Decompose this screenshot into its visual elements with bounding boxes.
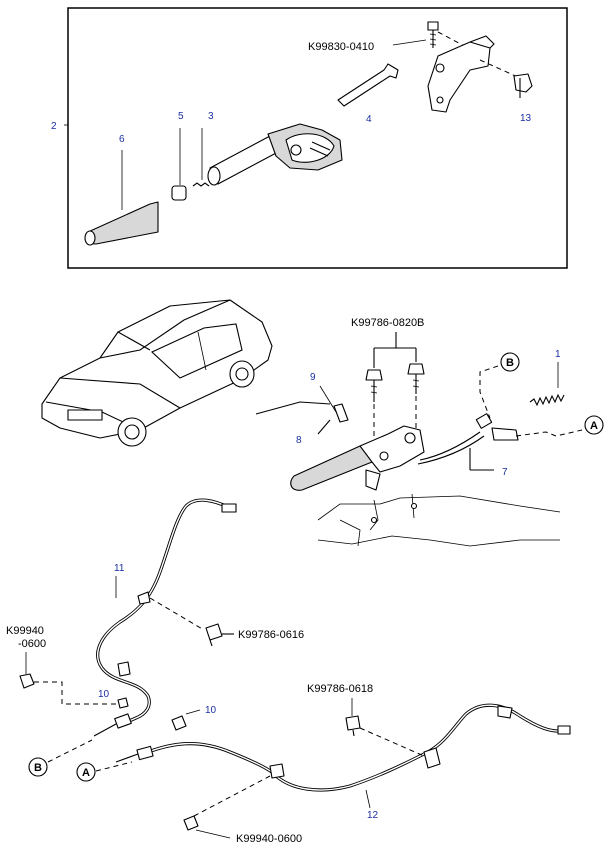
code-k99786-0616: K99786-0616 xyxy=(238,629,304,641)
svg-text:B: B xyxy=(34,762,42,774)
part-1-return-spring xyxy=(529,362,565,407)
part-number-10-left: 10 xyxy=(98,689,110,700)
callout-b-bottom: B xyxy=(28,757,48,777)
mounting-bracket xyxy=(427,35,495,113)
svg-text:B: B xyxy=(506,357,514,369)
callout-b-top: B xyxy=(500,352,520,372)
part-number-9: 9 xyxy=(310,372,316,383)
nut-k99940-0600-bottom xyxy=(183,815,199,831)
part-number-5: 5 xyxy=(178,111,184,122)
vehicle-illustration xyxy=(41,299,273,447)
part-number-4: 4 xyxy=(366,114,372,125)
part-number-10-right: 10 xyxy=(205,705,217,716)
part-number-2: 2 xyxy=(51,121,57,132)
part-number-7: 7 xyxy=(502,467,508,478)
bolt-k99786-0616 xyxy=(205,623,234,647)
inset-frame xyxy=(67,7,568,269)
nut-k99940-0600-left xyxy=(19,673,35,689)
code-k99940-line2: -0600 xyxy=(18,638,46,650)
dashed-nut-bottom-route xyxy=(193,775,271,817)
leader-9 xyxy=(319,385,337,413)
bolt-k99786-0820b-right xyxy=(407,363,425,428)
svg-text:A: A xyxy=(82,767,90,779)
bolt-k99786-0618 xyxy=(345,715,361,737)
code-k99830-0410: K99830-0410 xyxy=(308,41,374,53)
part-number-6: 6 xyxy=(119,134,125,145)
svg-text:A: A xyxy=(590,420,598,432)
callout-a-right: A xyxy=(584,415,604,435)
callout-a-bottom: A xyxy=(76,762,96,782)
part-6-grip xyxy=(84,150,159,246)
part-number-12: 12 xyxy=(367,810,379,821)
part-11-rear-cable-left xyxy=(93,498,237,737)
dashed-bracket-to-13 xyxy=(479,59,521,79)
dashed-route-a-right xyxy=(515,429,583,437)
dashed-to-k99786-0616 xyxy=(149,597,205,631)
part-7-front-cable xyxy=(417,413,519,471)
parking-brake-lever xyxy=(207,123,343,186)
part-9-switch xyxy=(255,401,349,435)
part-12-rear-cable-right xyxy=(115,703,571,792)
part-number-3: 3 xyxy=(208,111,214,122)
part-10-clip-right xyxy=(171,709,201,731)
leader-12 xyxy=(365,789,371,809)
leader-k99830-0410 xyxy=(392,39,427,46)
part-4-rod xyxy=(337,63,399,107)
dashed-route-b-top xyxy=(479,365,499,419)
dashed-nut-left-route xyxy=(34,681,116,705)
part-13-clip xyxy=(513,73,533,98)
dashed-route-a-bottom xyxy=(95,761,133,772)
part-5-button xyxy=(171,128,187,201)
bolt-bracket-lines xyxy=(373,332,417,368)
lever-mount-assembly xyxy=(290,425,425,491)
bolt-k99830-0410 xyxy=(427,21,473,51)
part-number-11: 11 xyxy=(114,563,125,574)
code-k99786-0820b: K99786-0820B xyxy=(351,317,424,329)
part-3-spring xyxy=(192,128,210,187)
floor-panel xyxy=(317,493,561,547)
leader-k99940-bottom xyxy=(195,829,231,839)
dashed-to-right-cable xyxy=(359,727,425,757)
part-number-1: 1 xyxy=(555,349,561,360)
dashed-route-b-bottom xyxy=(47,739,93,763)
part-number-8: 8 xyxy=(296,435,302,446)
part-number-13: 13 xyxy=(520,113,532,124)
code-k99940-line1: K99940 xyxy=(6,625,44,637)
code-k99940-0600-bottom: K99940-0600 xyxy=(236,833,302,845)
code-k99786-0618: K99786-0618 xyxy=(307,683,373,695)
